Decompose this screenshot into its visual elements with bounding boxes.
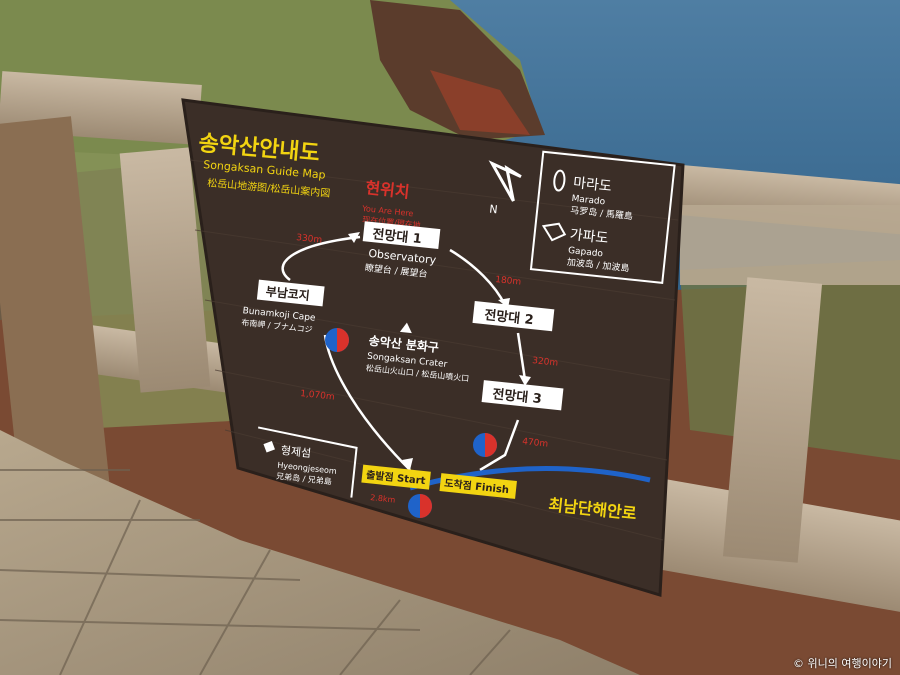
cliff-rocks-red	[430, 70, 530, 135]
fence-rail-mid-right	[680, 205, 900, 285]
marado-en: Marado	[571, 194, 606, 208]
restroom-icon-2	[473, 433, 497, 457]
crater-icon	[399, 322, 412, 334]
hyeongjeseom-ko: 형제섬	[280, 444, 312, 460]
fence-post-left	[0, 116, 110, 494]
marado-island-icon	[553, 169, 566, 192]
observatory-3-marker: 전망대 3	[481, 380, 564, 411]
observatory-2-label: 전망대 2	[484, 307, 535, 328]
distance-470m: 470m	[522, 437, 549, 450]
fence-post-left-2	[119, 147, 211, 393]
wooden-deck	[0, 430, 640, 675]
deck-planks	[0, 469, 511, 675]
you-are-here-ko: 현위치	[365, 178, 411, 202]
gapado-en: Gapado	[568, 246, 604, 260]
north-label: N	[489, 203, 499, 217]
north-arrow-icon: N	[488, 160, 522, 217]
gapado-island-icon	[541, 222, 567, 242]
observatory-3-label: 전망대 3	[492, 386, 543, 407]
bunamkoji-marker: 부남코지 Bunamkoji Cape 布南岬 / ブナムコジ	[241, 279, 325, 334]
finish-marker: 도착점 Finish	[439, 473, 517, 499]
observatory-2-marker: 전망대 2	[472, 301, 555, 332]
observatory-1-label: 전망대 1	[372, 226, 423, 247]
distance-1070m: 1,070m	[300, 389, 335, 403]
distance-320m: 320m	[532, 356, 559, 369]
photo-watermark: © 위니의 여행이야기	[793, 657, 892, 670]
distance-180m: 180m	[495, 275, 522, 288]
bunamkoji-label: 부남코지	[265, 283, 310, 303]
gapado-ko: 가파도	[569, 227, 609, 247]
coastal-road-line	[409, 465, 651, 491]
restroom-icon	[325, 328, 349, 352]
hyeongjeseom-island-icon	[263, 440, 275, 453]
start-marker: 출발점 Start	[361, 464, 431, 490]
restroom-icon-3	[408, 494, 432, 518]
distance-330m: 330m	[296, 233, 323, 246]
route-lines	[281, 235, 527, 472]
fence-post-right	[722, 277, 823, 563]
marado-ko: 마라도	[572, 175, 612, 195]
board-grain	[189, 159, 679, 541]
route-arrowheads	[348, 232, 531, 470]
distance-2-8km: 2.8km	[370, 493, 396, 505]
crater-ko: 송악산 분화구	[368, 333, 440, 355]
